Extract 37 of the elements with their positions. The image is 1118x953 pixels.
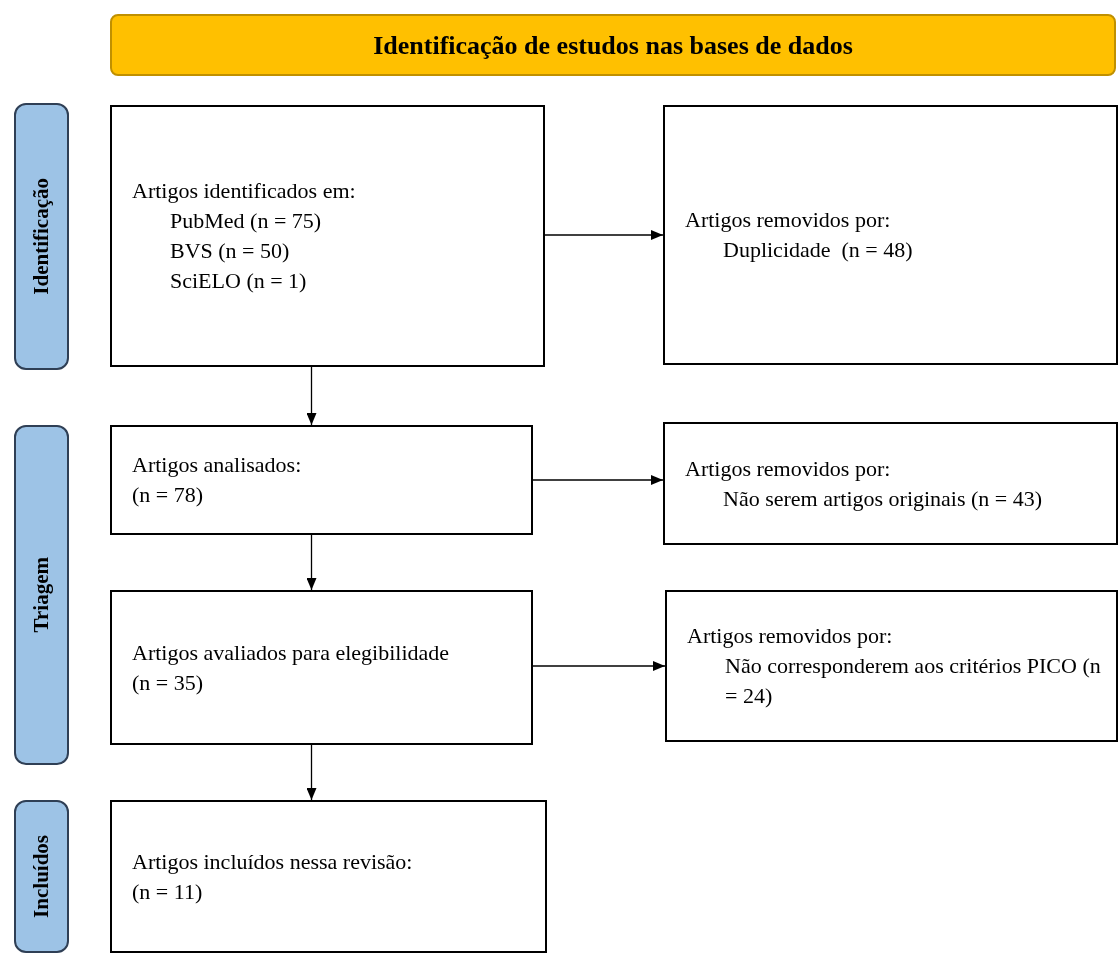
box-text: (n = 35) <box>132 668 205 697</box>
arrow <box>306 534 317 591</box>
process-box <box>110 800 547 953</box>
process-box <box>663 105 1118 365</box>
stage-band <box>14 800 69 953</box>
box-heading: Artigos incluídos nessa revisão: <box>132 847 414 876</box>
title-text: Identificação de estudos nas bases de dados <box>373 29 853 62</box>
stage-label: Incluídos <box>27 835 54 918</box>
box-text: Duplicidade (n = 48) <box>722 236 914 264</box>
arrow <box>544 230 664 240</box>
box-heading: Artigos removidos por: <box>685 454 892 483</box>
stage-band <box>14 425 69 765</box>
box-heading: Artigos identificados em: <box>132 177 357 205</box>
arrow <box>532 661 666 671</box>
box-text: Não serem artigos originais (n = 43) <box>722 484 1044 513</box>
box-text: (n = 78) <box>132 481 205 509</box>
process-box <box>665 590 1118 742</box>
stage-label: Triagem <box>27 557 54 633</box>
box-text: (n = 11) <box>132 877 204 906</box>
box-text: BVS (n = 50) <box>169 237 291 265</box>
arrow <box>532 475 664 485</box>
process-box <box>110 590 533 745</box>
box-text: PubMed (n = 75) <box>169 207 323 235</box>
arrow <box>306 744 317 801</box>
box-text: Não corresponderem aos critérios PICO (n = 24) <box>724 652 1102 710</box>
stage-band <box>14 103 69 370</box>
box-heading: Artigos avaliados para elegibilidade <box>132 638 451 667</box>
process-box <box>110 425 533 535</box>
arrow <box>306 366 317 426</box>
process-box <box>110 105 545 367</box>
stage-label: Identificação <box>27 178 54 295</box>
box-heading: Artigos analisados: <box>132 451 303 479</box>
box-text: SciELO (n = 1) <box>169 267 308 295</box>
title-banner <box>110 14 1116 76</box>
process-box <box>663 422 1118 545</box>
box-heading: Artigos removidos por: <box>687 622 894 650</box>
box-heading: Artigos removidos por: <box>685 206 892 234</box>
